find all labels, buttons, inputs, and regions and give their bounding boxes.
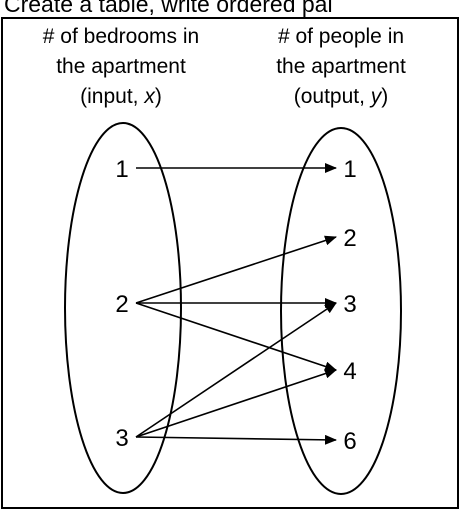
output-value-2: 2 [343,225,356,252]
mapping-arrows [135,163,337,445]
output-value-6: 6 [343,428,356,455]
output-values: 1 2 3 4 6 [343,156,356,455]
input-ellipse [64,122,182,494]
arrow-3-to-6 [135,434,337,445]
top-caption: Create a table, write ordered pai [4,0,333,17]
output-value-1: 1 [343,156,356,183]
output-ellipse [280,127,402,495]
arrow-2-to-2 [135,235,337,304]
output-header: # of people in the apartment (output, y) [226,22,456,112]
input-header-line3: (input, x) [80,85,162,108]
output-value-4: 4 [343,358,356,385]
output-header-line3: (output, y) [293,85,389,108]
input-value-1: 1 [115,156,128,183]
input-values: 1 2 3 [115,156,128,452]
output-value-3: 3 [343,291,356,318]
output-header-line2: the apartment [276,55,406,78]
arrow-3-to-4 [135,368,337,438]
arrow-2-to-4 [135,302,337,372]
input-header-line1: # of bedrooms in [42,25,200,48]
output-header-line1: # of people in [277,25,405,48]
input-header-line2: the apartment [56,55,186,78]
input-value-2: 2 [115,291,128,318]
input-header: # of bedrooms in the apartment (input, x… [6,22,236,112]
input-value-3: 3 [115,425,128,452]
arrow-3-to-3 [135,302,337,438]
